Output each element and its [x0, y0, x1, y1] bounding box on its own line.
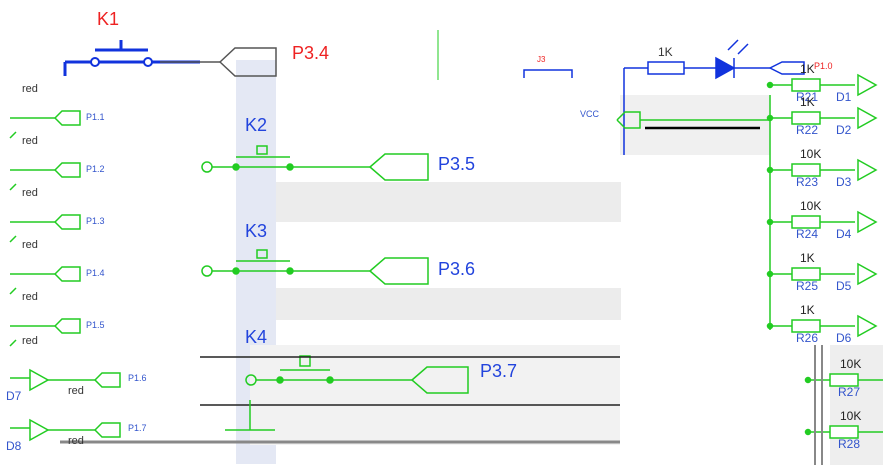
diode-ref: D5 [836, 279, 852, 293]
led-color-label: red [22, 187, 38, 199]
ground-bus [60, 356, 620, 444]
k1-port-flag [160, 47, 277, 77]
resistor-row [766, 262, 878, 286]
switch-k3 [201, 249, 429, 285]
k1-label: K1 [97, 9, 120, 29]
resistor-ref: R21 [796, 90, 819, 104]
diode-ref: D4 [836, 227, 852, 241]
resistor-ref: R28 [838, 437, 861, 451]
resistor-value: 1K [800, 303, 815, 317]
resistor-ref: R22 [796, 123, 819, 137]
j3-label: J3 [537, 55, 546, 64]
vcc-flag [616, 95, 771, 330]
led-port-label: P1.7 [128, 423, 147, 433]
led-port-label: P1.4 [86, 268, 105, 278]
diode-ref: D1 [836, 90, 852, 104]
left-led-rows [9, 110, 121, 442]
right-bottom-bus [814, 345, 823, 465]
led-color-label: red [68, 435, 84, 447]
led-branch-top [623, 39, 805, 155]
resistor-row [804, 425, 883, 439]
diode-ref: D2 [836, 123, 852, 137]
resistor-value: 10K [800, 199, 822, 213]
resistor-row [766, 158, 878, 182]
led-port-label: P1.6 [128, 373, 147, 383]
led-port-label: P1.1 [86, 112, 105, 122]
connector-j3 [523, 69, 573, 78]
diode-ref: D3 [836, 175, 852, 189]
resistor-ref: R26 [796, 331, 819, 345]
shade-band [276, 182, 621, 222]
k4-label: K4 [245, 327, 268, 347]
led-color-label: red [22, 83, 38, 95]
resistor-row [804, 373, 883, 387]
led-row [9, 162, 81, 191]
led-row [9, 266, 81, 295]
diode-ref: D6 [836, 331, 852, 345]
resistor-ref: R23 [796, 175, 819, 189]
diode-ref-label: D7 [6, 389, 22, 403]
resistor-row [766, 314, 878, 338]
resistor-row [766, 73, 878, 97]
led-color-label: red [22, 291, 38, 303]
shade-band [276, 288, 621, 320]
led-row [10, 368, 121, 392]
led-color-label: red [22, 135, 38, 147]
k2-port-label: P3.5 [438, 154, 476, 174]
led-row [9, 214, 81, 243]
resistor-value: 10K [840, 357, 862, 371]
resistor-value: 1K [800, 95, 815, 109]
k2-label: K2 [245, 115, 268, 135]
k3-label: K3 [245, 221, 268, 241]
switch-k2 [201, 145, 429, 181]
shade-band [620, 95, 770, 155]
k4-port-label: P3.7 [480, 361, 518, 381]
shade-band [250, 345, 620, 445]
switch-k4 [245, 355, 469, 394]
top-port-label: P1.0 [814, 61, 833, 71]
resistor-ref: R24 [796, 227, 819, 241]
vcc-label: VCC [580, 109, 600, 119]
resistor-row [766, 106, 878, 130]
resistor-value: 1K [800, 62, 815, 76]
resistor-value: 1K [800, 251, 815, 265]
led-color-label: red [22, 239, 38, 251]
led-color-label: red [68, 385, 84, 397]
diode-ref-label: D8 [6, 439, 22, 453]
k1-port-label: P3.4 [292, 43, 330, 63]
resistor-ref: R27 [838, 385, 861, 399]
led-row [10, 418, 121, 442]
top-resistor-value: 1K [658, 45, 673, 59]
led-port-label: P1.3 [86, 216, 105, 226]
k3-port-label: P3.6 [438, 259, 476, 279]
led-row [9, 110, 81, 139]
shade-band [830, 345, 883, 465]
resistor-value: 10K [840, 409, 862, 423]
resistor-row [766, 210, 878, 234]
led-port-label: P1.2 [86, 164, 105, 174]
resistor-ref: R25 [796, 279, 819, 293]
right-ladder [766, 73, 883, 465]
led-color-label: red [22, 335, 38, 347]
switch-k1 [63, 40, 200, 76]
led-row [9, 318, 81, 347]
led-port-label: P1.5 [86, 320, 105, 330]
resistor-value: 10K [800, 147, 822, 161]
